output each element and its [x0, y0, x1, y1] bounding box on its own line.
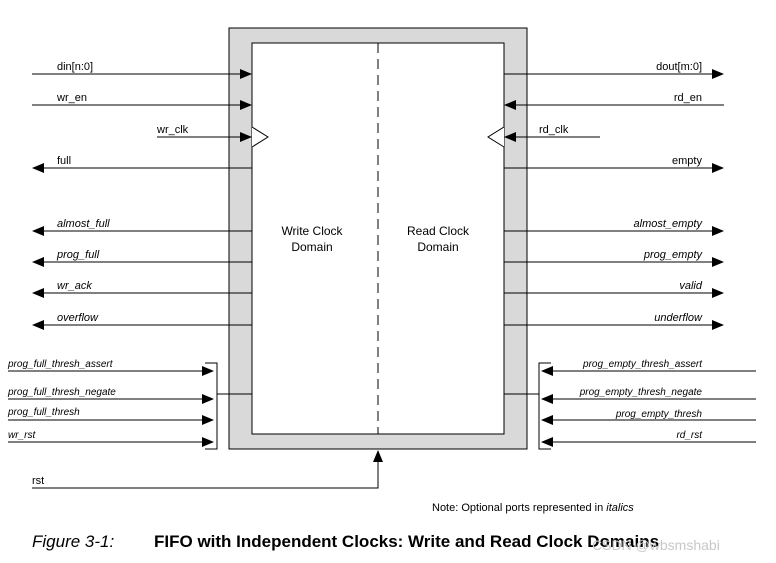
port-prog-full: prog_full — [32, 249, 252, 267]
wr-en-label: wr_en — [56, 92, 87, 104]
port-almost-full: almost_full — [32, 218, 252, 236]
port-underflow: underflow — [504, 312, 724, 330]
port-prog-empty: prog_empty — [504, 249, 724, 267]
prog-empty-thresh-label: prog_empty_thresh — [615, 409, 703, 420]
valid-label: valid — [679, 280, 703, 292]
port-wr-clk: wr_clk — [156, 124, 269, 148]
note-prefix: Note: Optional ports represented in — [432, 502, 606, 514]
port-rd-clk: rd_clk — [487, 124, 600, 148]
wr-rst-label: wr_rst — [8, 430, 36, 441]
empty-label: empty — [672, 155, 702, 167]
prog-full-thresh-assert-label: prog_full_thresh_assert — [7, 359, 114, 370]
full-label: full — [57, 155, 71, 167]
write-domain-label-line2: Domain — [291, 240, 332, 254]
figure-label: Figure 3-1: — [32, 532, 115, 551]
write-domain-label-line1: Write Clock — [281, 224, 343, 238]
rst-arrow — [32, 450, 383, 489]
port-wr-en: wr_en — [32, 92, 252, 110]
rd-clk-label: rd_clk — [539, 124, 569, 136]
prog-empty-thresh-negate-label: prog_empty_thresh_negate — [579, 387, 703, 398]
port-overflow: overflow — [32, 312, 252, 330]
note-text: Note: Optional ports represented in ital… — [432, 502, 634, 514]
port-dout: dout[m:0] — [504, 61, 724, 79]
wr-clk-label: wr_clk — [156, 124, 189, 136]
dout-label: dout[m:0] — [656, 61, 702, 73]
almost-empty-label: almost_empty — [634, 218, 704, 230]
rst-label: rst — [32, 475, 44, 487]
left-threshold-group: prog_full_thresh_assert prog_full_thresh… — [7, 359, 252, 450]
port-rst: rst — [32, 450, 383, 489]
right-bus-bracket — [538, 362, 551, 450]
left-bus-bracket — [205, 362, 218, 450]
port-full: full — [32, 155, 252, 173]
note-emphasis: italics — [606, 502, 634, 514]
rd-en-label: rd_en — [674, 92, 702, 104]
figure-title: FIFO with Independent Clocks: Write and … — [154, 532, 660, 551]
wr-ack-label: wr_ack — [57, 280, 92, 292]
rd-rst-label: rd_rst — [676, 430, 703, 441]
wr-clk-edge-icon — [251, 126, 269, 148]
prog-empty-label: prog_empty — [643, 249, 704, 261]
read-domain-label-line2: Domain — [417, 240, 458, 254]
prog-full-thresh-negate-label: prog_full_thresh_negate — [7, 387, 116, 398]
read-domain-label-line1: Read Clock — [407, 224, 470, 238]
port-rd-en: rd_en — [504, 92, 724, 110]
right-threshold-group: prog_empty_thresh_assert prog_empty_thre… — [504, 359, 756, 450]
overflow-label: overflow — [57, 312, 99, 324]
port-din: din[n:0] — [32, 61, 252, 79]
prog-full-label: prog_full — [56, 249, 100, 261]
port-wr-ack: wr_ack — [32, 280, 252, 298]
prog-full-thresh-label: prog_full_thresh — [7, 407, 80, 418]
almost-full-label: almost_full — [57, 218, 110, 230]
port-valid: valid — [504, 280, 724, 298]
underflow-label: underflow — [654, 312, 703, 324]
rd-clk-edge-icon — [487, 126, 505, 148]
port-empty: empty — [504, 155, 724, 173]
watermark: CSDN @wbsmshabi — [592, 537, 720, 553]
prog-empty-thresh-assert-label: prog_empty_thresh_assert — [582, 359, 703, 370]
port-almost-empty: almost_empty — [504, 218, 724, 236]
din-label: din[n:0] — [57, 61, 93, 73]
